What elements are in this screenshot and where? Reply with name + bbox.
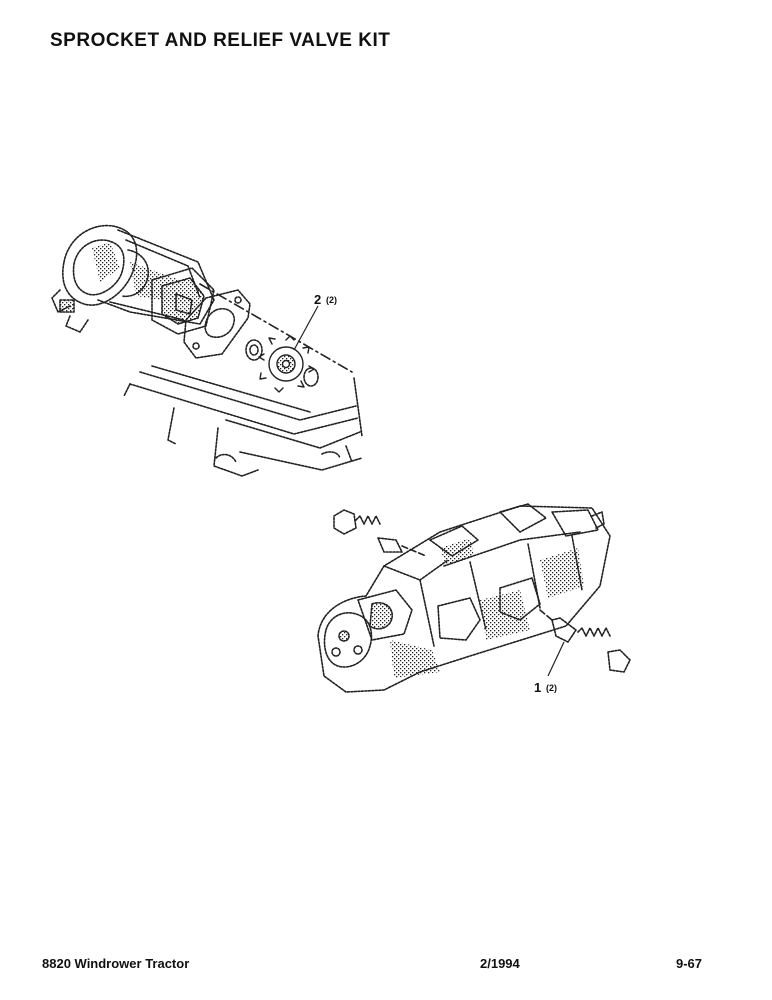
relief-valve-upper [333, 509, 427, 557]
callout-1: 1 (2) [534, 641, 565, 695]
callout-2-qty: (2) [326, 295, 337, 305]
callout-1-number: 1 [534, 680, 541, 695]
callout-1-qty: (2) [546, 683, 557, 693]
page-title: SPROCKET AND RELIEF VALVE KIT [50, 30, 391, 51]
callout-2-number: 2 [314, 292, 321, 307]
footer-date: 2/1994 [480, 956, 520, 971]
callout-2: 2 (2) [293, 292, 337, 351]
pump-drive-assembly [51, 224, 363, 477]
sprocket [258, 335, 315, 393]
hydraulic-pump-assembly [317, 503, 631, 693]
footer-model: 8820 Windrower Tractor [42, 956, 190, 971]
relief-valve-lower [539, 609, 631, 673]
footer-page-number: 9-67 [676, 956, 703, 971]
